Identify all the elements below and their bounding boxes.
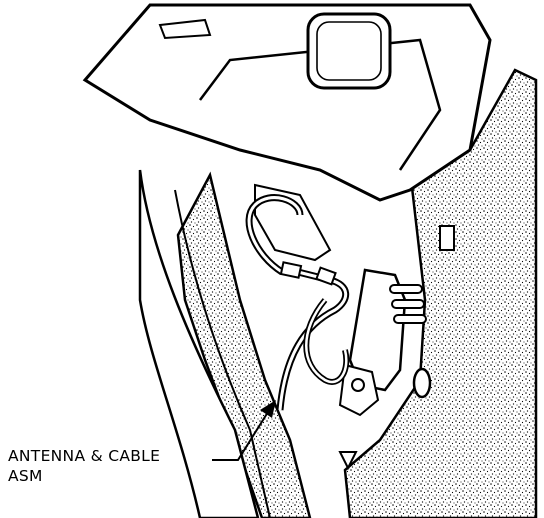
vent-slot-2 <box>391 299 425 309</box>
cable-connector <box>279 261 303 279</box>
vent-slot-3 <box>393 314 427 324</box>
callout-leader-line <box>212 411 269 461</box>
trim-opening-inner <box>316 21 382 81</box>
antenna-cable-loop-core <box>305 299 348 384</box>
bracket-bolt <box>351 378 365 392</box>
antenna-cable-upper-core <box>247 196 302 274</box>
trim-opening <box>306 12 392 90</box>
callout-label-line2: ASM <box>8 467 43 485</box>
antenna-cable-main <box>276 266 350 411</box>
trim-panel-slot <box>158 18 212 40</box>
access-hole <box>412 367 432 399</box>
marker-triangle <box>338 451 358 471</box>
callout-arrowhead <box>260 400 276 418</box>
inner-component <box>254 183 332 262</box>
callout-label-line1: ANTENNA & CABLE <box>8 447 161 465</box>
pillar-channel <box>176 171 312 518</box>
cable-connector-2 <box>315 266 337 286</box>
upper-trim-panel <box>82 3 492 202</box>
support-bracket <box>348 268 407 392</box>
body-side-panel <box>343 68 538 518</box>
vent-slot-1 <box>389 284 423 294</box>
upper-clip <box>439 225 455 251</box>
callout-label: ANTENNA & CABLE ASM <box>8 446 160 486</box>
trim-panel-ridge <box>199 38 442 171</box>
antenna-cable-main-core <box>278 268 348 411</box>
rear-quarter-panel <box>138 169 260 518</box>
panel-edge-line <box>174 189 271 518</box>
